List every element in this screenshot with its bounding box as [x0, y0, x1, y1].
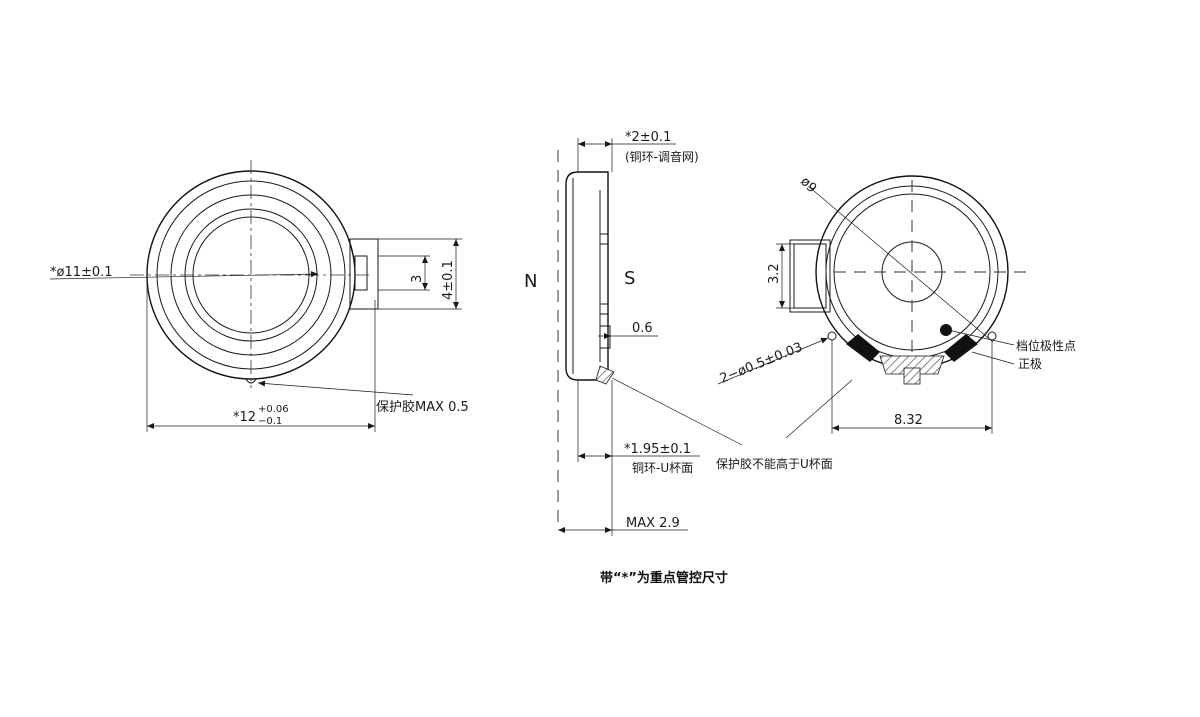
rear-polarity-dot: [940, 324, 952, 336]
side-cup-notch-top: [599, 233, 609, 245]
side-max-label: MAX 2.9: [626, 516, 680, 531]
front-dia12-label: *12: [233, 410, 256, 425]
rear-polarity-leader: [947, 329, 1015, 346]
rear-positive-leader: [971, 351, 1015, 365]
rear-terminal-glue: [879, 355, 945, 375]
side-glue-note: 保护胶不能高于U杯面: [716, 456, 833, 471]
rear-tab: [789, 239, 831, 313]
side-glue: [595, 365, 615, 385]
front-view: *ø11±0.1 *12 +0.06 −0.1 3 4±0.1 保护胶MAX 0…: [49, 160, 469, 432]
front-tab-pad: [354, 255, 368, 291]
rear-view: ø9 3.2 2−ø0.5±0.03 档位极性点 正极 8.32: [717, 174, 1076, 434]
rear-terminal-center: [903, 367, 921, 385]
rear-holes-leader: [717, 337, 829, 385]
front-tab-outer-label: 4±0.1: [441, 260, 456, 300]
front-glue-bump: [245, 378, 257, 384]
rear-terminal-left: [846, 334, 880, 362]
rear-polarity-label: 档位极性点: [1016, 338, 1076, 353]
front-dia12-tol-upper: +0.06: [258, 404, 289, 415]
side-body: [565, 171, 609, 381]
side-gap-label: 0.6: [632, 321, 653, 336]
side-cup-notch-mid: [599, 303, 609, 315]
rear-positive-label: 正极: [1018, 357, 1042, 371]
rear-tab-pad: [793, 243, 827, 309]
rear-hole-left: [827, 331, 837, 341]
side-cup-label: *1.95±0.1: [624, 442, 691, 457]
side-pole-n: N: [524, 271, 537, 292]
rear-width-label: 8.32: [894, 413, 923, 428]
rear-terminal-right: [944, 334, 978, 362]
footnote: 带“*”为重点管控尺寸: [600, 570, 728, 586]
front-dia11-leader: [49, 271, 319, 280]
side-pole-s: S: [624, 268, 635, 289]
front-tab-inner-label: 3: [410, 275, 425, 283]
front-dia11-label: *ø11±0.1: [50, 265, 113, 280]
front-glue-leader: [257, 380, 414, 396]
front-tab: [349, 238, 379, 310]
side-ring-note: (铜环-调音网): [625, 149, 699, 164]
side-glue-leader-2: [785, 379, 853, 439]
rear-tab-label: 3.2: [767, 263, 782, 284]
rear-holes-label: 2−ø0.5±0.03: [718, 340, 805, 387]
rear-dia9-leader: [807, 185, 994, 343]
side-glue-leader-1: [611, 377, 743, 446]
side-cup-note: 铜环-U杯面: [632, 460, 693, 475]
side-ring-label: *2±0.1: [625, 130, 671, 145]
front-glue-note: 保护胶MAX 0.5: [376, 399, 469, 415]
front-dia12-tol-lower: −0.1: [258, 416, 282, 427]
side-view: N S *2±0.1 (铜环-调音网) 0.6 *1.95±0.1 铜环-U杯面…: [524, 130, 853, 536]
